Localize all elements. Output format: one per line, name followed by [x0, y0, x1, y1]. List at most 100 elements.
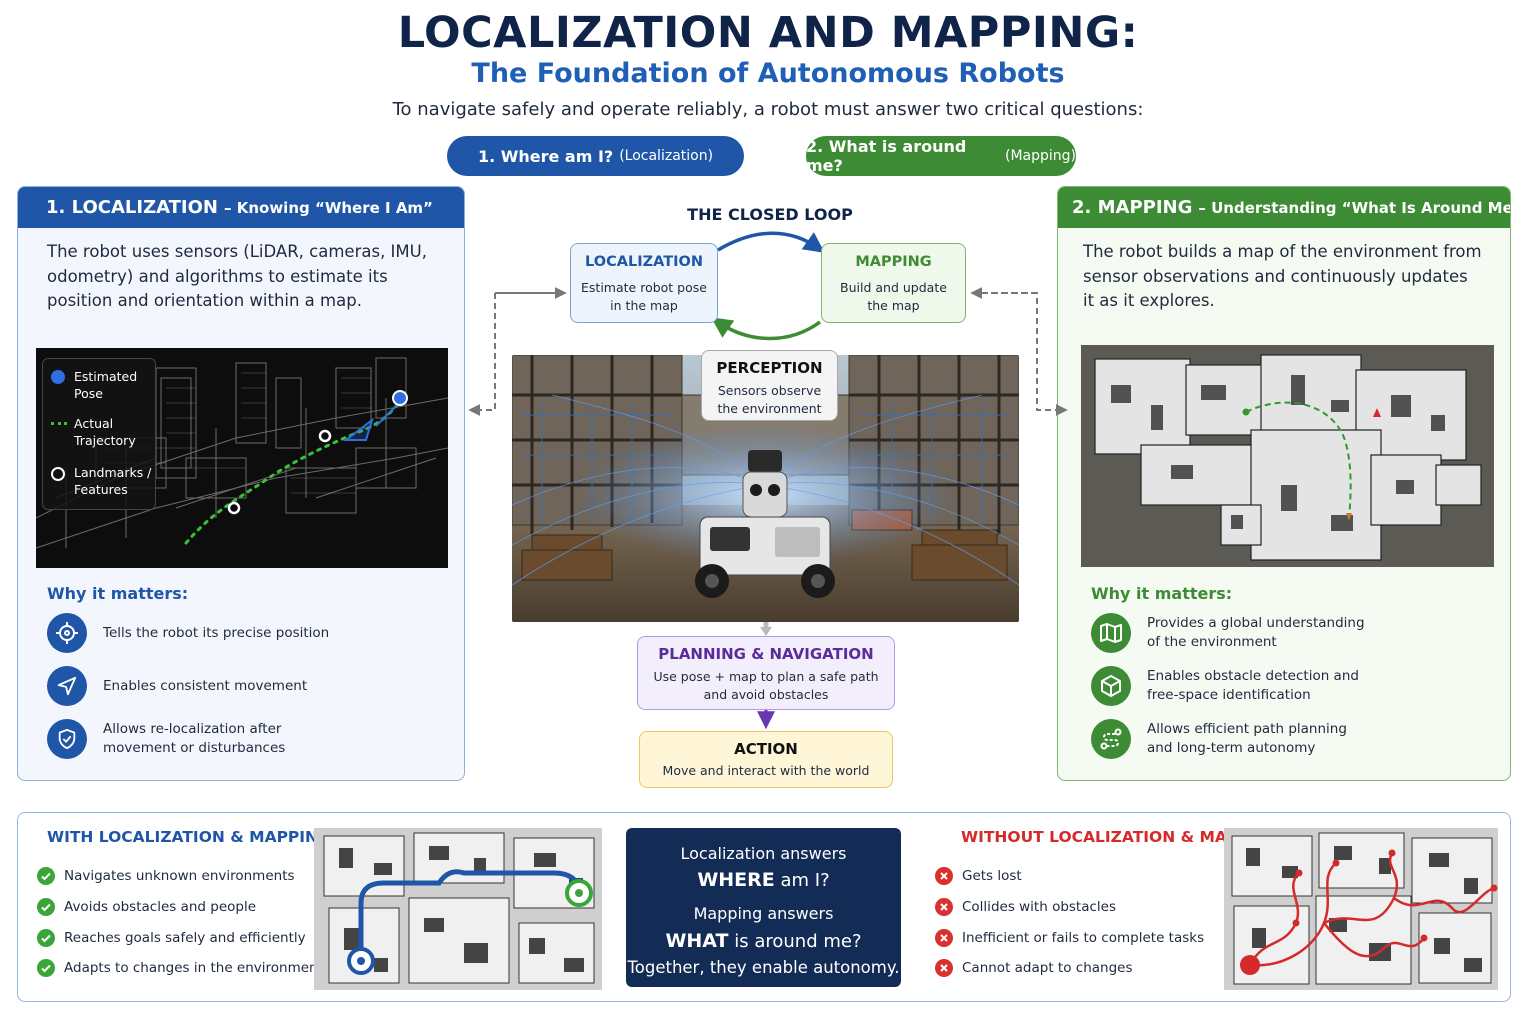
localization-benefit-line1: Tells the robot its precise position	[103, 624, 330, 641]
loop-action-line1: Move and interact with the world	[662, 763, 870, 778]
loop-planning-desc: Use pose + map to plan a safe path and a…	[638, 668, 894, 704]
mapping-benefit-line2: and long-term autonomy	[1147, 740, 1316, 756]
legend-landmarks-line1: Landmarks /	[74, 465, 152, 480]
mapping-heading: 2. MAPPING	[1072, 197, 1193, 218]
shield-check-icon	[47, 719, 87, 759]
page-title: LOCALIZATION AND MAPPING:	[397, 8, 1139, 58]
loop-mapping-title: MAPPING	[855, 254, 932, 270]
loop-localization-line1: Estimate robot pose	[581, 280, 707, 295]
summary-what: WHAT	[665, 930, 729, 952]
planned-path-map	[314, 828, 602, 990]
without-list-item-text: Collides with obstacles	[962, 899, 1117, 915]
loop-perception-box: PERCEPTION Sensors observe the environme…	[701, 350, 838, 421]
check-icon	[37, 898, 55, 916]
cube-icon	[1091, 666, 1131, 706]
summary-where: WHERE	[697, 869, 775, 891]
localization-benefit-text: Tells the robot its precise position	[103, 624, 343, 643]
closed-loop-title: THE CLOSED LOOP	[687, 205, 853, 224]
localization-why-title: Why it matters:	[47, 584, 189, 603]
with-list-item: Avoids obstacles and people	[37, 898, 256, 916]
question-mapping-paren: (Mapping)	[1004, 148, 1076, 164]
planned-path-illustration	[323, 832, 595, 984]
loop-localization-box: LOCALIZATION Estimate robot pose in the …	[570, 243, 718, 323]
check-icon	[37, 959, 55, 977]
localization-benefit-line1: Enables consistent movement	[103, 677, 308, 694]
loop-arrow-map-to-loc	[711, 317, 822, 341]
loop-planning-title: PLANNING & NAVIGATION	[658, 645, 874, 663]
with-list-item-text: Reaches goals safely and efficiently	[64, 930, 306, 946]
cross-icon	[935, 898, 953, 916]
mapping-benefit-text: Enables obstacle detection and free-spac…	[1147, 667, 1387, 705]
summary-line4: WHAT is around me?	[626, 930, 901, 952]
localization-heading: 1. LOCALIZATION	[46, 197, 218, 218]
crosshair-icon	[47, 613, 87, 653]
check-icon	[37, 867, 55, 885]
cross-icon	[935, 959, 953, 977]
loop-action-box: ACTION Move and interact with the world	[639, 731, 893, 788]
cross-icon	[935, 867, 953, 885]
legend-actual-line1: Actual	[74, 416, 114, 431]
loop-perception-line2: the environment	[717, 401, 822, 416]
legend-actual-trajectory: Actual Trajectory	[74, 415, 136, 449]
loop-localization-desc: Estimate robot pose in the map	[571, 279, 717, 315]
localization-benefit-text: Enables consistent movement	[103, 677, 343, 696]
with-list-item-text: Adapts to changes in the environment	[64, 960, 323, 976]
page-subtitle: The Foundation of Autonomous Robots	[471, 58, 1065, 89]
localization-panel: 1. LOCALIZATION – Knowing “Where I Am” T…	[17, 186, 465, 781]
occupancy-map-illustration	[1094, 354, 1482, 561]
robot-illustration	[695, 450, 835, 598]
legend-estimated-line2: Pose	[74, 386, 103, 401]
localization-benefit-text: Allows re-localization after movement or…	[103, 720, 343, 758]
loop-mapping-line1: Build and update	[840, 280, 947, 295]
without-list-item: Collides with obstacles	[935, 898, 1116, 916]
question-localization-pill: 1. Where am I? (Localization)	[447, 136, 744, 176]
cross-icon	[935, 929, 953, 947]
robot-construction-site-image	[512, 355, 1019, 622]
navigation-arrow-icon	[47, 666, 87, 706]
loop-planning-box: PLANNING & NAVIGATION Use pose + map to …	[637, 636, 895, 710]
without-list-item-text: Gets lost	[962, 868, 1022, 884]
mapping-benefit-text: Allows efficient path planning and long-…	[1147, 720, 1387, 758]
loop-perception-title: PERCEPTION	[716, 359, 823, 377]
summary-line1: Localization answers	[680, 844, 847, 863]
mapping-heading-sub: – Understanding “What Is Around Me”	[1198, 198, 1511, 217]
question-mapping-pill: 2. What is around me? (Mapping)	[806, 136, 1076, 176]
mapping-benefit-line1: Allows efficient path planning	[1147, 721, 1347, 737]
summary-what-rest: is around me?	[734, 931, 862, 952]
without-list-item-text: Inefficient or fails to complete tasks	[962, 930, 1205, 946]
localization-panel-header: 1. LOCALIZATION – Knowing “Where I Am”	[18, 187, 464, 228]
loop-localization-line2: in the map	[610, 298, 678, 313]
mapping-benefit-line1: Provides a global understanding	[1147, 615, 1365, 631]
lost-path-map	[1224, 828, 1498, 990]
mapping-panel-header: 2. MAPPING – Understanding “What Is Arou…	[1058, 187, 1510, 228]
question-localization-paren: (Localization)	[619, 148, 714, 164]
occupancy-map-image	[1081, 345, 1494, 567]
mapping-benefit: Provides a global understanding of the e…	[1091, 613, 1387, 653]
check-icon	[37, 929, 55, 947]
with-list-item-text: Navigates unknown environments	[64, 868, 295, 884]
mapping-benefit: Allows efficient path planning and long-…	[1091, 719, 1387, 759]
legend-estimated-pose: Estimated Pose	[74, 368, 137, 402]
with-title: WITH LOCALIZATION & MAPPING	[47, 828, 331, 846]
legend-landmarks-line2: Features	[74, 482, 128, 497]
loop-mapping-line2: the map	[867, 298, 920, 313]
point-cloud-image: Estimated Pose Actual Trajectory Landmar…	[35, 348, 449, 568]
intro-text: To navigate safely and operate reliably,…	[392, 99, 1144, 120]
route-icon	[1091, 719, 1131, 759]
with-list-item: Navigates unknown environments	[37, 867, 295, 885]
question-mapping-text: 2. What is around me?	[806, 137, 967, 175]
without-title: WITHOUT LOCALIZATION & MAPPING	[961, 828, 1282, 846]
localization-description: The robot uses sensors (LiDAR, cameras, …	[47, 242, 427, 310]
summary-box: Localization answers WHERE am I? Mapping…	[626, 828, 901, 987]
without-list-item-text: Cannot adapt to changes	[962, 960, 1133, 976]
summary-line2: WHERE am I?	[626, 869, 901, 891]
map-icon	[1091, 613, 1131, 653]
without-list-item: Gets lost	[935, 867, 1022, 885]
point-cloud-legend: Estimated Pose Actual Trajectory Landmar…	[42, 358, 156, 510]
mapping-benefit-text: Provides a global understanding of the e…	[1147, 614, 1387, 652]
loop-arrow-loc-to-map	[717, 231, 825, 253]
actual-trajectory-icon	[51, 422, 67, 425]
mapping-why-title: Why it matters:	[1091, 584, 1233, 603]
loop-perception-desc: Sensors observe the environment	[702, 382, 837, 418]
localization-benefit-line1: Allows re-localization after	[103, 721, 282, 737]
